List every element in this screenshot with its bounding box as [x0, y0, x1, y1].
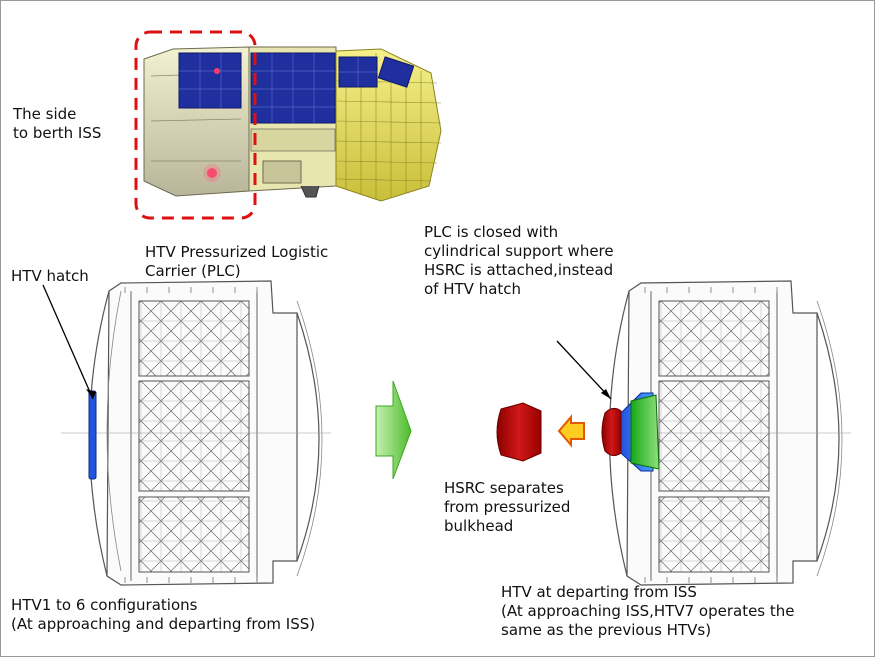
berth-side-label: The side to berth ISS [13, 105, 102, 142]
htv-hatch-label: HTV hatch [11, 267, 89, 285]
hsrc-separates-label: HSRC separates from pressurized bulkhead [444, 479, 571, 535]
htv-hatch-leader [42, 284, 94, 400]
support-leader [556, 340, 612, 400]
plc-label: HTV Pressurized Logistic Carrier (PLC) [145, 243, 329, 280]
separation-arrow [557, 414, 585, 448]
hsrc-capsule [496, 402, 542, 462]
htv-spacecraft-illustration [134, 30, 442, 220]
htv1-6-caption: HTV1 to 6 configurations (At approaching… [11, 596, 316, 633]
transition-arrow [375, 380, 412, 480]
berthing-side-highlight [134, 30, 257, 220]
attached-hsrc [601, 407, 622, 457]
htv-hatch-marker [88, 390, 97, 480]
plc-module-htv7 [601, 280, 851, 586]
htv7-caption: HTV at departing from ISS (At approachin… [501, 583, 795, 639]
plc-closed-label: PLC is closed with cylindrical support w… [424, 223, 614, 298]
plc-module-htv1-6 [61, 280, 331, 586]
